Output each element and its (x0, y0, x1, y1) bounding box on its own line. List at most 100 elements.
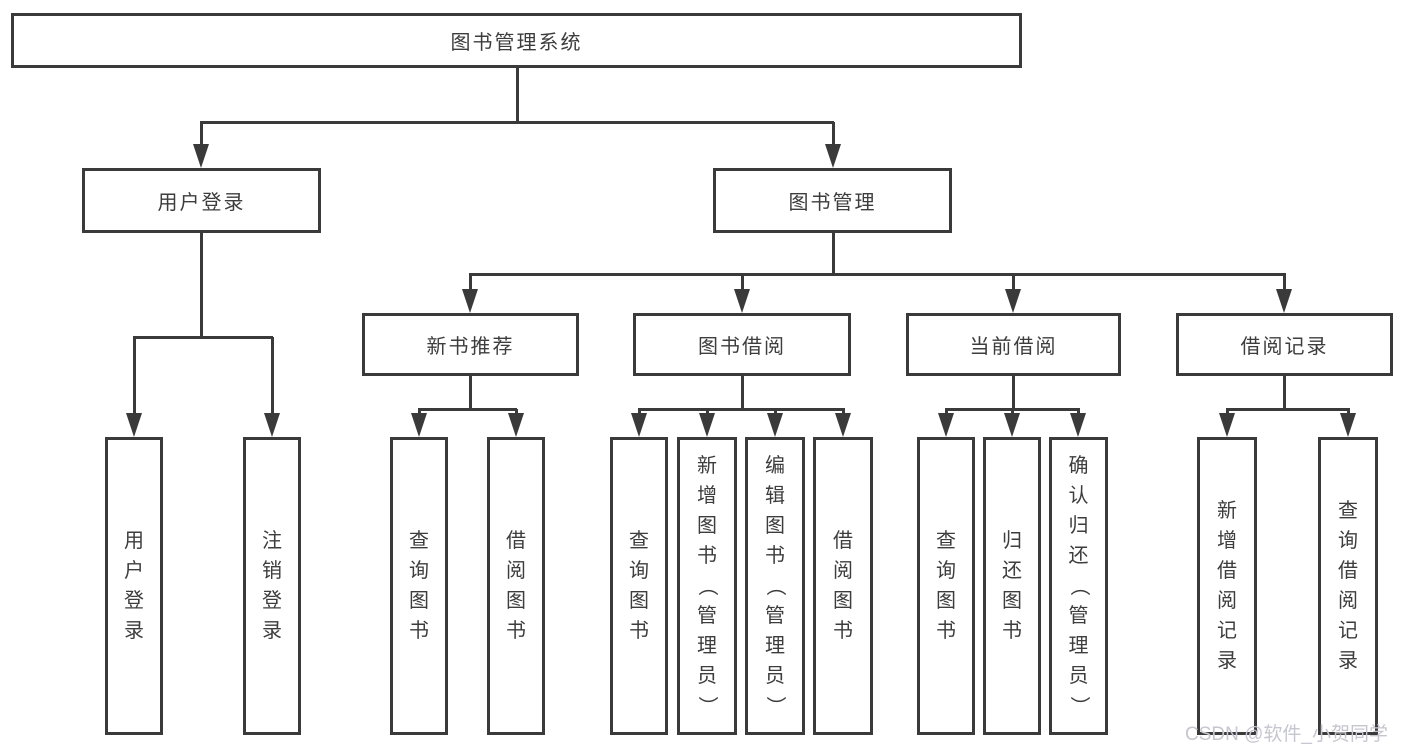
vertical-char: 增 (1217, 530, 1237, 552)
connector-line (832, 233, 835, 274)
arrow-down-icon (1070, 413, 1086, 437)
connector-line (469, 273, 1286, 276)
leaf-query-books-recommend: 查询图书 (390, 437, 448, 735)
leaf-query-books-borrow: 查询图书 (610, 437, 668, 735)
leaf-query-books-borrow-label: 查询图书 (629, 531, 649, 641)
vertical-char: （ (764, 576, 786, 596)
vertical-char: 用 (124, 530, 144, 552)
arrow-down-icon (126, 413, 142, 437)
leaf-logout: 注销登录 (243, 437, 301, 735)
node-user-login: 用户登录 (82, 168, 321, 233)
arrow-down-icon (462, 289, 478, 313)
leaf-query-books-current-label: 查询图书 (936, 531, 956, 641)
vertical-char: 认 (1068, 485, 1089, 507)
connector-line (1011, 409, 1014, 415)
connector-line (1226, 409, 1229, 415)
connector-line (1226, 408, 1350, 411)
vertical-char: 查 (1338, 500, 1358, 522)
vertical-char: 归 (1068, 515, 1089, 537)
leaf-query-borrow-record-label: 查询借阅记录 (1338, 501, 1358, 671)
leaf-query-borrow-record: 查询借阅记录 (1318, 437, 1378, 735)
vertical-char: 录 (124, 620, 144, 642)
connector-line (638, 409, 641, 415)
connector-line (271, 337, 274, 415)
arrow-down-icon (767, 413, 783, 437)
arrow-down-icon (825, 144, 841, 168)
connector-line (1012, 376, 1015, 409)
arrow-down-icon (1004, 413, 1020, 437)
vertical-char: 销 (262, 560, 282, 582)
leaf-user-login: 用户登录 (105, 437, 163, 735)
connector-line (515, 409, 518, 415)
node-library-system: 图书管理系统 (11, 13, 1022, 68)
connector-line (469, 274, 472, 291)
vertical-char: 书 (506, 620, 526, 642)
vertical-char: 编 (765, 455, 785, 477)
leaf-return-book: 归还图书 (983, 437, 1041, 735)
arrow-down-icon (631, 413, 647, 437)
connector-line (741, 274, 744, 291)
vertical-char: 阅 (1217, 590, 1237, 612)
arrow-down-icon (1005, 289, 1021, 313)
connector-line (469, 376, 472, 409)
vertical-char: 记 (1338, 620, 1358, 642)
vertical-char: 归 (1002, 530, 1022, 552)
vertical-char: 借 (1338, 560, 1358, 582)
vertical-char: 记 (1217, 620, 1237, 642)
vertical-char: 管 (765, 605, 785, 627)
leaf-logout-label: 注销登录 (262, 531, 282, 641)
vertical-char: 书 (833, 620, 853, 642)
connector-line (842, 409, 845, 415)
arrow-down-icon (734, 289, 750, 313)
leaf-query-books-current: 查询图书 (917, 437, 975, 735)
node-book-management-label: 图书管理 (788, 192, 877, 214)
vertical-char: 员 (697, 665, 717, 687)
vertical-char: （ (696, 576, 718, 596)
connector-line (832, 122, 835, 146)
leaf-add-book-admin: 新增图书（管理员） (677, 437, 737, 735)
vertical-char: 图 (409, 590, 429, 612)
connector-line (741, 376, 744, 409)
vertical-char: ） (696, 696, 718, 716)
arrow-down-icon (835, 413, 851, 437)
vertical-char: 图 (1002, 590, 1022, 612)
connector-line (133, 336, 273, 339)
node-current-borrow-label: 当前借阅 (969, 336, 1058, 358)
vertical-char: 询 (409, 560, 429, 582)
vertical-char: 图 (765, 515, 785, 537)
connector-line (200, 122, 203, 146)
vertical-char: 辑 (765, 485, 785, 507)
node-borrow-records: 借阅记录 (1176, 313, 1393, 376)
vertical-char: 询 (1338, 530, 1358, 552)
arrow-down-icon (1276, 289, 1292, 313)
leaf-query-books-recommend-label: 查询图书 (409, 531, 429, 641)
connector-line (418, 409, 421, 415)
vertical-char: 理 (765, 635, 785, 657)
vertical-char: 录 (1338, 650, 1358, 672)
vertical-char: 员 (765, 665, 785, 687)
vertical-char: 阅 (1338, 590, 1358, 612)
vertical-char: 增 (697, 485, 717, 507)
leaf-add-borrow-record: 新增借阅记录 (1197, 437, 1257, 735)
connector-line (1077, 409, 1080, 415)
vertical-char: ） (1067, 696, 1090, 716)
leaf-add-borrow-record-label: 新增借阅记录 (1217, 501, 1237, 671)
vertical-char: 书 (765, 545, 785, 567)
vertical-char: 录 (262, 620, 282, 642)
vertical-char: 阅 (833, 560, 853, 582)
vertical-char: 确 (1068, 455, 1089, 477)
node-book-borrow-label: 图书借阅 (698, 336, 786, 358)
connector-line (200, 233, 203, 337)
leaf-add-book-admin-label: 新增图书（管理员） (696, 456, 718, 716)
vertical-char: 还 (1068, 545, 1089, 567)
node-user-login-label: 用户登录 (157, 192, 246, 214)
arrow-down-icon (938, 413, 954, 437)
node-book-borrow: 图书借阅 (633, 313, 851, 376)
leaf-edit-book-admin-label: 编辑图书（管理员） (764, 455, 786, 716)
connector-line (638, 408, 845, 411)
leaf-edit-book-admin: 编辑图书（管理员） (745, 437, 805, 735)
connector-line (516, 68, 519, 122)
leaf-return-book-label: 归还图书 (1002, 531, 1022, 641)
csdn-watermark: CSDN @软件_小贺同学 (1185, 724, 1388, 745)
